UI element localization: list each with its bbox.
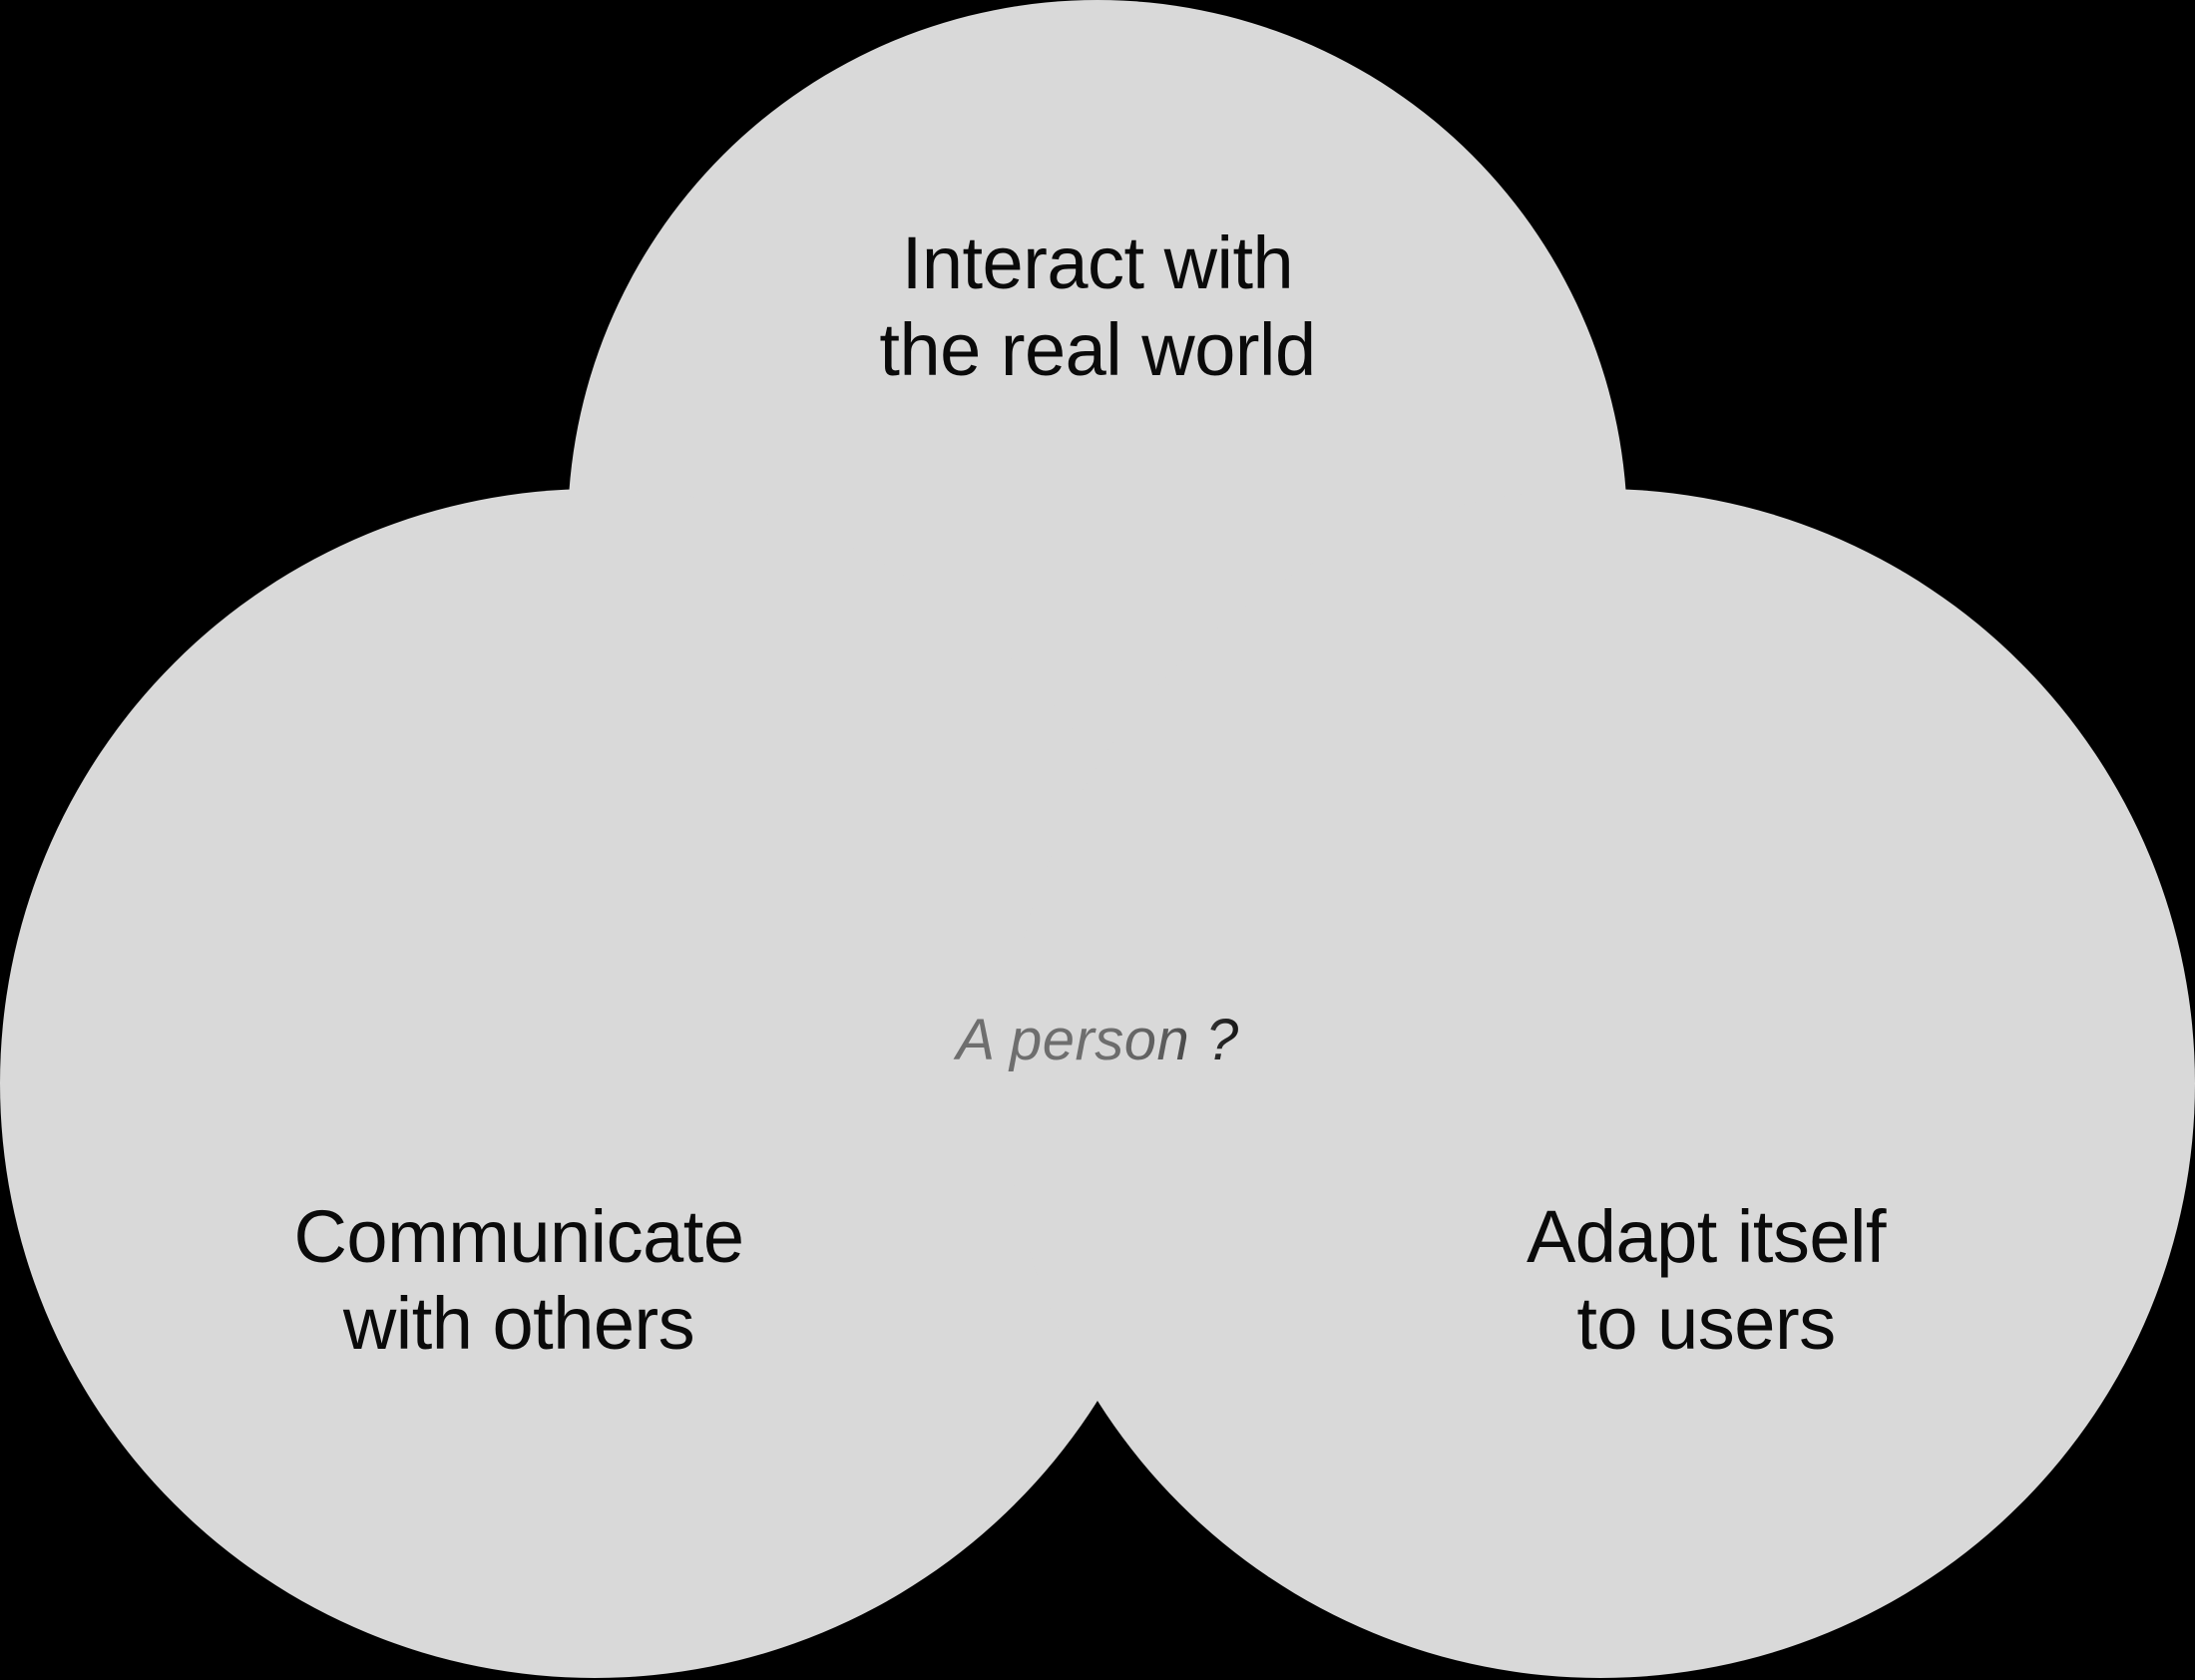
circle-label-communicate: Communicate with others (293, 1195, 744, 1366)
circle-adapt-itself-to-users[interactable] (1006, 489, 2195, 1678)
circle-communicate-with-others[interactable] (0, 489, 1189, 1678)
circle-label-adapt: Adapt itself to users (1526, 1195, 1887, 1366)
circle-label-interact: Interact with the real world (879, 221, 1316, 392)
center-intersection-label: A person ? (798, 1006, 1397, 1075)
